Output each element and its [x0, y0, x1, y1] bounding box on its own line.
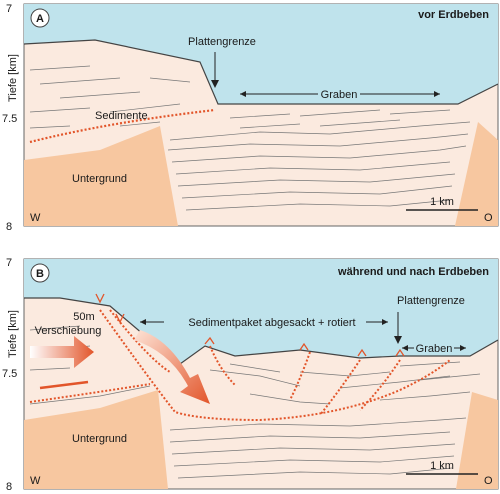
sedimentpaket-arrow-left — [140, 319, 146, 325]
panel-b-badge: B — [36, 268, 44, 280]
basement-left-a — [24, 126, 178, 226]
depth-tick-7-b: 7 — [6, 257, 12, 269]
panel-a-title: vor Erdbeben — [418, 9, 489, 21]
plattengrenze-arrow-b — [394, 336, 402, 344]
panel-b-title: während und nach Erdbeben — [337, 266, 489, 278]
basement-right-a — [455, 122, 498, 226]
depth-tick-7-a: 7 — [6, 3, 12, 15]
east-label-b: O — [484, 475, 493, 487]
verschiebung-label: Verschiebung — [35, 325, 102, 337]
panel-b: 7 7.5 8 Tiefe [km] B während und nach Er… — [2, 257, 499, 493]
untergrund-label-a: Untergrund — [72, 173, 127, 185]
sediment-horizon-a — [29, 108, 216, 144]
depth-axis-label-a: Tiefe [km] — [7, 54, 19, 102]
offset-marker — [39, 380, 89, 390]
west-label-a: W — [30, 212, 41, 224]
scale-label-b: 1 km — [430, 460, 454, 472]
scale-label-a: 1 km — [430, 196, 454, 208]
west-label-b: W — [30, 475, 41, 487]
depth-tick-75-a: 7.5 — [2, 113, 17, 125]
fault-lines-b — [29, 309, 451, 422]
sea-b — [24, 259, 498, 364]
panel-b-badge-circle — [30, 263, 50, 283]
plattengrenze-label-a: Plattengrenze — [188, 36, 256, 48]
displacement-arrow — [30, 336, 94, 368]
depth-tick-8-b: 8 — [6, 481, 12, 493]
east-label-a: O — [484, 212, 493, 224]
graben-label-a: Graben — [321, 89, 358, 101]
graben-label-b: Graben — [416, 343, 453, 355]
depth-tick-75-b: 7.5 — [2, 368, 17, 380]
sedimentpaket-arrow-right — [382, 319, 388, 325]
sea-a — [24, 4, 498, 104]
basement-left-b — [24, 390, 168, 489]
panel-a-badge-circle — [30, 8, 50, 28]
slump-arrow — [134, 330, 210, 404]
panel-a: 7 7.5 8 Tiefe [km] A vor Erdbeben Platte… — [2, 3, 499, 233]
plattengrenze-arrow-a — [211, 80, 219, 88]
sedimente-label: Sedimente — [95, 110, 148, 122]
depth-axis-label-b: Tiefe [km] — [7, 310, 19, 358]
untergrund-label-b: Untergrund — [72, 433, 127, 445]
panel-a-badge: A — [36, 13, 44, 25]
verschiebung-value: 50m — [73, 311, 94, 323]
basement-right-b — [456, 392, 498, 489]
slip-marks-b — [95, 293, 405, 357]
bedding-lines-a — [29, 65, 471, 211]
sedimentpaket-label: Sedimentpaket abgesackt + rotiert — [188, 317, 355, 329]
depth-tick-8-a: 8 — [6, 221, 12, 233]
plattengrenze-label-b: Plattengrenze — [397, 295, 465, 307]
